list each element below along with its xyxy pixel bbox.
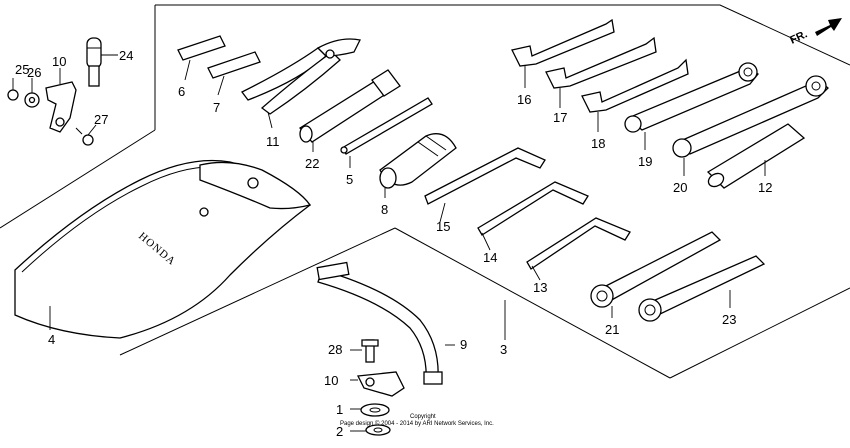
callout-16: 16 [517,92,531,107]
part-27-screw [75,124,97,146]
part-26-washer [24,78,40,108]
callout-5: 5 [346,172,353,187]
callout-6: 6 [178,84,185,99]
direction-label: FR. [788,28,809,46]
part-15-hex-key [424,147,546,223]
callout-10-top: 10 [52,54,66,69]
callout-13: 13 [533,280,547,295]
part-12-grip [706,123,806,189]
part-4-tool-pouch: HONDA [14,159,312,339]
callout-12: 12 [758,180,772,195]
callout-28: 28 [328,342,342,357]
part-17-wrench [545,36,657,108]
part-9-strap [316,261,455,385]
part-24-pin [86,37,118,87]
part-8-handle [379,133,457,198]
callout-14: 14 [483,250,497,265]
part-7-plate [207,51,261,96]
callout-23: 23 [722,312,736,327]
part-14-hex-key [477,181,589,251]
callout-4: 4 [48,332,55,347]
copyright-notice: Copyright Page design © 2004 - 2014 by A… [340,414,494,427]
part-23-spanner [638,255,766,322]
callout-9: 9 [460,337,467,352]
part-25-bolt [7,78,19,101]
callout-10-bottom: 10 [324,373,338,388]
part-10-bracket-bottom [350,371,405,397]
part-16-wrench [511,18,615,88]
callout-8: 8 [381,202,388,217]
callout-20: 20 [673,180,687,195]
part-2-collar [350,424,391,436]
callout-numbers: 25 26 10 24 27 6 7 11 22 5 8 15 14 13 16… [15,48,772,439]
part-28-bolt [350,339,379,363]
part-19-box-wrench [624,62,759,150]
copyright-line2: Page design © 2004 - 2014 by ARI Network… [340,420,494,427]
part-1-grommet [350,403,390,417]
callout-17: 17 [553,110,567,125]
callout-26: 26 [27,65,41,80]
diagram-frame [0,4,850,379]
callout-27: 27 [94,112,108,127]
callout-2: 2 [336,424,343,439]
part-10-bracket-top [45,68,77,133]
part-5-screwdriver [340,97,433,168]
callout-1: 1 [336,402,343,417]
arrow-right-icon [815,18,842,36]
part-22-socket [299,69,401,152]
callout-25: 25 [15,62,29,77]
part-11-pliers [241,38,361,129]
callout-18: 18 [591,136,605,151]
part-18-wrench [581,58,689,132]
callout-22: 22 [305,156,319,171]
callout-3: 3 [500,342,507,357]
direction-arrow: FR. [788,18,842,47]
copyright-line1: Copyright [410,414,436,420]
part-20-box-wrench [672,75,829,176]
callout-7: 7 [213,100,220,115]
callout-21: 21 [605,322,619,337]
callout-11: 11 [266,134,280,149]
callout-15: 15 [436,219,450,234]
part-6-plate [177,35,226,81]
part-21-spanner [590,231,722,318]
part-13-hex-key [526,217,631,281]
callout-19: 19 [638,154,652,169]
callout-24: 24 [119,48,133,63]
